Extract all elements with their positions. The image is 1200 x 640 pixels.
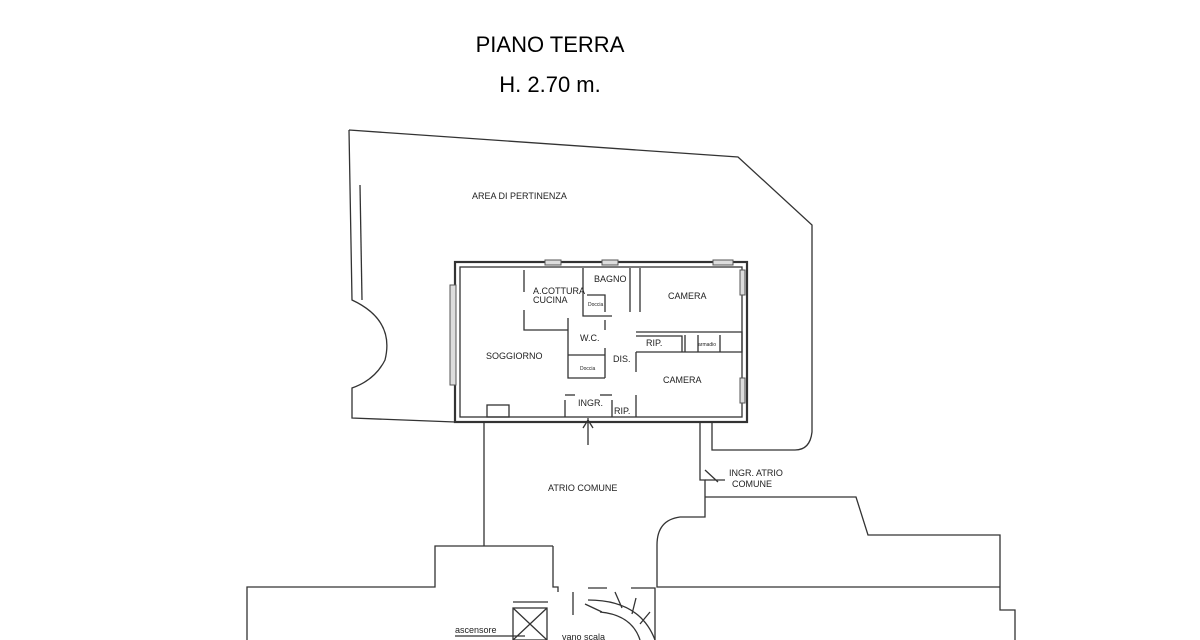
label-atrio: ATRIO COMUNE [548, 483, 617, 493]
atrium-walls [246, 422, 1016, 640]
label-rip2: RIP. [614, 406, 630, 416]
label-camera2: CAMERA [663, 375, 702, 385]
label-ascensore: ascensore [455, 625, 497, 635]
spiral-stair [572, 591, 656, 640]
label-armadio: armadio [698, 342, 716, 348]
label-doccia1: Doccia [588, 302, 604, 308]
label-ingr: INGR. [578, 398, 603, 408]
label-wc: W.C. [580, 333, 600, 343]
elevator [512, 607, 548, 640]
label-bagno: BAGNO [594, 274, 627, 284]
label-camera1: CAMERA [668, 291, 707, 301]
label-ingr-atrio2: COMUNE [732, 479, 772, 489]
label-area: AREA DI PERTINENZA [472, 191, 567, 201]
label-cucina2: CUCINA [533, 295, 568, 305]
label-vano-scala: vano scala [562, 632, 605, 640]
label-cucina: A.COTTURA [533, 286, 585, 296]
pertinence-boundary [348, 129, 813, 451]
label-ingr-atrio: INGR. ATRIO [729, 468, 783, 478]
label-doccia2: Doccia [580, 366, 596, 372]
label-soggiorno: SOGGIORNO [486, 351, 543, 361]
plan-title: PIANO TERRA [475, 32, 625, 57]
label-dis: DIS. [613, 354, 631, 364]
plan-height: H. 2.70 m. [499, 72, 601, 97]
label-rip1: RIP. [646, 338, 662, 348]
